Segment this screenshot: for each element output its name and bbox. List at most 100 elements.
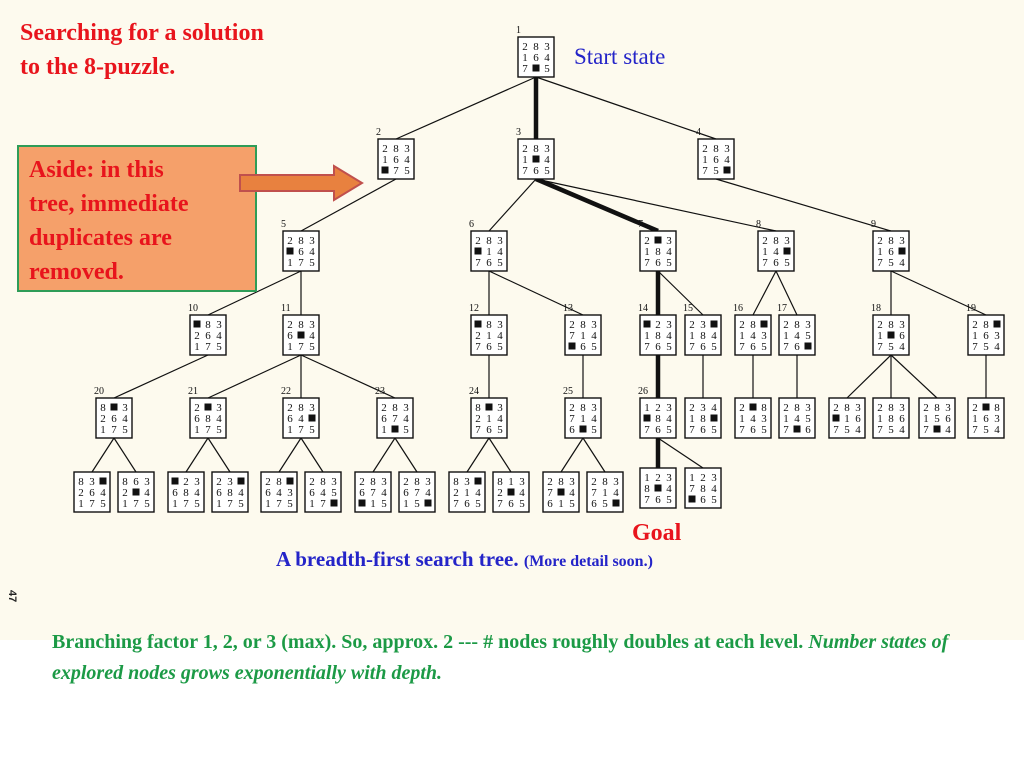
- tile-number: 3: [544, 41, 550, 53]
- blank-tile-icon: [297, 331, 305, 339]
- tile-number: 5: [475, 498, 481, 510]
- tile-number: 6: [216, 487, 222, 499]
- blank-tile-icon: [474, 247, 482, 255]
- tile-number: 7: [591, 487, 597, 499]
- blank-tile-icon: [286, 247, 294, 255]
- tile-number: 2: [100, 413, 106, 425]
- tree-edge: [890, 270, 987, 316]
- tile-number: 6: [945, 413, 951, 425]
- tile-number: 8: [580, 402, 586, 414]
- tile-number: 1: [644, 472, 650, 484]
- tile-number: 5: [888, 257, 894, 269]
- tile-number: 6: [805, 424, 811, 436]
- tile-number: 5: [761, 341, 767, 353]
- tile-number: 3: [497, 319, 503, 331]
- tile-number: 2: [183, 476, 189, 488]
- node-number-label: 18: [871, 303, 881, 314]
- tile-number: 1: [194, 341, 200, 353]
- tile-number: 1: [580, 413, 586, 425]
- tile-number: 2: [403, 476, 409, 488]
- tile-number: 4: [320, 487, 326, 499]
- tile-number: 5: [711, 494, 717, 506]
- tree-edge: [657, 270, 704, 316]
- tile-number: 3: [994, 330, 1000, 342]
- tile-number: 1: [702, 154, 708, 166]
- blank-tile-icon: [391, 425, 399, 433]
- blank-tile-icon: [760, 320, 768, 328]
- blank-tile-icon: [643, 414, 651, 422]
- tile-number: 7: [569, 330, 575, 342]
- tile-number: 5: [100, 498, 106, 510]
- node-number-label: 23: [375, 386, 385, 397]
- tile-number: 2: [453, 487, 459, 499]
- tile-number: 2: [655, 402, 661, 414]
- tile-number: 8: [298, 402, 304, 414]
- tile-number: 8: [276, 476, 282, 488]
- aside-line-1: Aside: in this: [29, 157, 164, 183]
- tile-number: 5: [983, 341, 989, 353]
- tile-number: 5: [194, 498, 200, 510]
- tile-number: 8: [100, 402, 106, 414]
- tile-number: 8: [773, 235, 779, 247]
- tile-number: 4: [309, 246, 315, 258]
- tile-number: 5: [287, 498, 293, 510]
- tile-number: 1: [122, 498, 128, 510]
- branching-factor-note: Branching factor 1, 2, or 3 (max). So, a…: [52, 627, 982, 689]
- tile-number: 3: [287, 487, 293, 499]
- tile-number: 2: [287, 402, 293, 414]
- tile-number: 2: [923, 402, 929, 414]
- scanned-figure-background: [0, 0, 1024, 640]
- tile-number: 1: [558, 498, 564, 510]
- tile-number: 6: [899, 413, 905, 425]
- tile-number: 4: [666, 483, 672, 495]
- callout-arrow-icon: [239, 164, 364, 202]
- tile-number: 8: [497, 476, 503, 488]
- tile-number: 1: [689, 472, 695, 484]
- tile-number: 7: [522, 63, 528, 75]
- tile-number: 2: [739, 402, 745, 414]
- tile-number: 4: [711, 330, 717, 342]
- tile-number: 3: [309, 235, 315, 247]
- tile-number: 2: [972, 319, 978, 331]
- tile-number: 1: [689, 330, 695, 342]
- tile-number: 3: [497, 235, 503, 247]
- tile-number: 3: [194, 476, 200, 488]
- tile-number: 7: [783, 424, 789, 436]
- node-number-label: 16: [733, 303, 743, 314]
- tile-number: 4: [403, 413, 409, 425]
- tile-number: 5: [309, 341, 315, 353]
- tile-number: 8: [227, 487, 233, 499]
- blank-tile-icon: [832, 414, 840, 422]
- tile-number: 8: [888, 319, 894, 331]
- node-number-label: 7: [638, 219, 643, 230]
- tree-edge: [113, 354, 209, 399]
- tile-number: 4: [591, 330, 597, 342]
- tile-number: 5: [666, 494, 672, 506]
- tile-number: 4: [497, 413, 503, 425]
- tile-number: 7: [276, 498, 282, 510]
- tile-number: 5: [711, 341, 717, 353]
- solution-path-edge: [535, 176, 659, 234]
- tile-number: 4: [613, 487, 619, 499]
- tile-number: 7: [475, 341, 481, 353]
- tile-number: 2: [689, 319, 695, 331]
- blank-tile-icon: [710, 414, 718, 422]
- tile-number: 4: [309, 330, 315, 342]
- puzzle-board: [872, 397, 910, 439]
- tile-number: 5: [888, 424, 894, 436]
- tile-number: 7: [205, 424, 211, 436]
- tile-number: 8: [122, 476, 128, 488]
